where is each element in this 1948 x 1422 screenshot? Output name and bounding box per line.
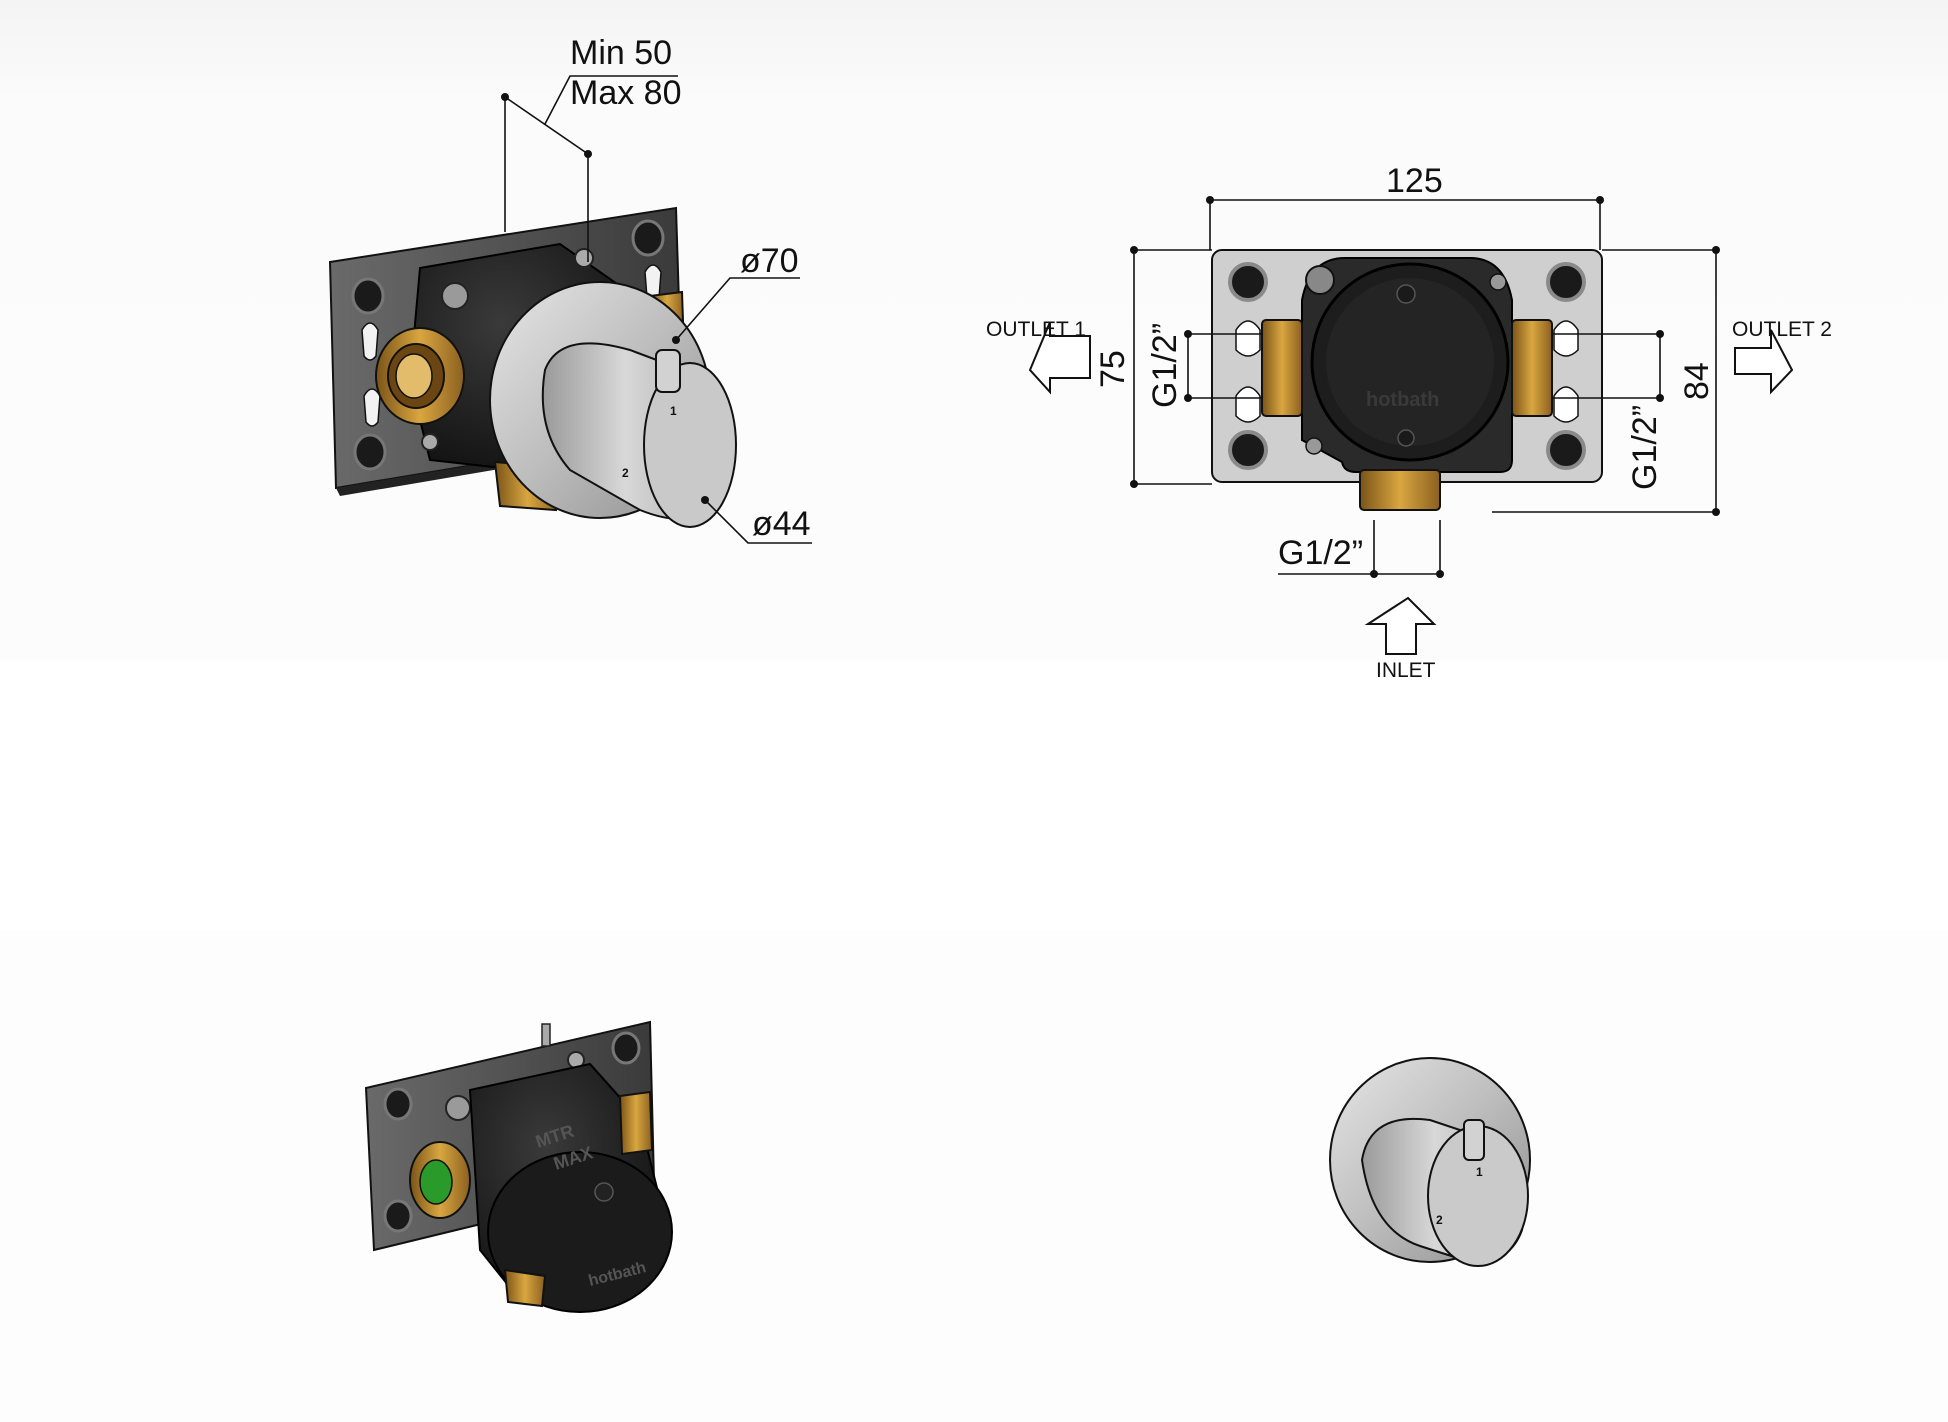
dim-84-label: 84 <box>1678 362 1716 400</box>
dia70-label: ø70 <box>740 242 799 280</box>
dia44-dot <box>701 496 709 504</box>
thread-bottom-dot-l <box>1370 570 1378 578</box>
outlet-2-arrow-icon <box>1734 329 1794 395</box>
handle-face <box>643 362 737 528</box>
body-hex-nut <box>445 1095 471 1121</box>
brass-outlet-left <box>375 327 465 425</box>
dim-125-dot-r <box>1596 196 1604 204</box>
body-cap <box>487 1151 673 1313</box>
body-brass-left <box>409 1141 471 1219</box>
front-plate-holes <box>1228 262 1586 470</box>
front-body-disc-inner <box>1326 278 1494 446</box>
dim-125-label: 125 <box>1386 162 1443 200</box>
trim-mark-2: 2 <box>1436 1213 1443 1227</box>
dim-84-dot-t <box>1712 246 1720 254</box>
trim-knob-lever <box>1463 1119 1485 1161</box>
dim-75-label: 75 <box>1094 350 1132 388</box>
front-brand-logo: hotbath <box>1366 389 1439 411</box>
front-plate-slots <box>1235 320 1579 423</box>
min-depth-label: Min 50 <box>570 34 672 72</box>
inlet-label: INLET <box>1376 659 1436 682</box>
front-top-boss <box>1396 284 1416 304</box>
depth-dot-1 <box>501 93 509 101</box>
dia44-leader <box>704 499 812 544</box>
thread-left-dot-b <box>1184 394 1192 402</box>
trim-mark-1: 1 <box>1476 1165 1483 1179</box>
front-hex-nut <box>1305 265 1335 295</box>
outlet-1-arrow-icon <box>1028 321 1091 395</box>
dim-75-dot-b <box>1130 480 1138 488</box>
front-brass-left <box>1261 319 1303 417</box>
inlet-arrow-icon <box>1364 596 1437 655</box>
background-band-top <box>0 0 1948 660</box>
thread-right-label: G1/2” <box>1626 405 1664 490</box>
body-cap-boss <box>594 1182 614 1202</box>
body-pin <box>541 1023 551 1047</box>
dim-125-dot-l <box>1206 196 1214 204</box>
front-elevation-view: hotbath 125 75 <box>986 162 1832 682</box>
dia44-label: ø44 <box>752 505 811 543</box>
thread-right-dot-t <box>1656 330 1664 338</box>
outlet-1-label: OUTLET 1 <box>986 318 1086 341</box>
background-band-bottom <box>0 930 1948 1422</box>
thread-left-dot-t <box>1184 330 1192 338</box>
iso-body-view: MTR MAX hotbath <box>364 1020 673 1313</box>
thread-right-dot-b <box>1656 394 1664 402</box>
iso-front-view: 1 2 Min 50 Max 80 ø70 ø44 <box>328 34 812 544</box>
body-brass-right <box>618 1090 654 1156</box>
body-brass-bottom <box>503 1268 547 1308</box>
max-depth-label: Max 80 <box>570 74 682 112</box>
front-brass-right <box>1511 319 1553 417</box>
screw-bottom <box>421 433 439 451</box>
dim-75-dot-t <box>1130 246 1138 254</box>
trim-view: 1 2 <box>1329 1057 1531 1267</box>
depth-dot-2 <box>584 150 592 158</box>
depth-leader-diag <box>504 96 589 155</box>
front-brass-bottom <box>1359 469 1441 511</box>
thread-bottom-label: G1/2” <box>1278 534 1363 572</box>
outlet-2-label: OUTLET 2 <box>1732 318 1832 341</box>
thread-bottom-dot-r <box>1436 570 1444 578</box>
handle-lever <box>655 349 681 393</box>
handle-mark-1: 1 <box>670 404 677 418</box>
thread-left-label: G1/2” <box>1146 323 1184 408</box>
dia70-leader <box>675 277 800 341</box>
hex-nut <box>441 282 469 310</box>
dia70-dot <box>672 336 680 344</box>
front-screw-top <box>1489 273 1507 291</box>
depth-leader-label <box>544 75 678 125</box>
screw-top <box>574 248 594 268</box>
front-bottom-boss <box>1397 429 1415 447</box>
handle-mark-2: 2 <box>622 466 629 480</box>
front-screw-bottom <box>1305 437 1323 455</box>
dim-84-dot-b <box>1712 508 1720 516</box>
